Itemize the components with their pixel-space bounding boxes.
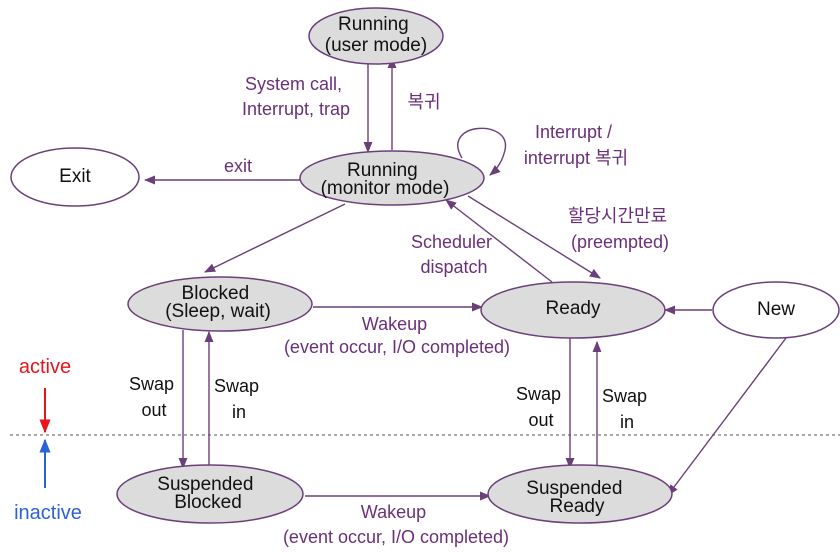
node-blocked bbox=[127, 276, 313, 332]
node-suspended-blocked bbox=[116, 464, 304, 524]
edge-new-to-suspended-ready bbox=[667, 337, 787, 496]
edge-to-blocked bbox=[203, 203, 346, 273]
node-exit bbox=[10, 147, 140, 207]
node-new bbox=[712, 281, 840, 339]
node-running-user-label: Running (user mode) bbox=[325, 14, 427, 56]
node-blocked-label: Blocked (Sleep, wait) bbox=[165, 283, 271, 322]
edge-label-system-call: System call, Interrupt, trap bbox=[242, 74, 350, 119]
edge-label-wakeup-bottom: Wakeup (event occur, I/O completed) bbox=[283, 502, 509, 547]
edge-label-swap-in-left: Swap in bbox=[214, 376, 264, 422]
edge-label-return: 복귀 bbox=[407, 92, 440, 112]
node-ready-label: Ready bbox=[546, 298, 601, 319]
node-suspended-blocked-label: Suspended Blocked bbox=[157, 474, 258, 513]
node-exit-label: Exit bbox=[59, 166, 91, 187]
edge-label-dispatch: Scheduler dispatch bbox=[411, 232, 497, 277]
edge-label-wakeup-top: Wakeup (event occur, I/O completed) bbox=[284, 314, 510, 357]
edge-dispatch bbox=[445, 199, 553, 283]
edge-preempted bbox=[467, 195, 601, 279]
node-suspended-ready-label: Suspended Ready bbox=[526, 478, 627, 517]
edge-label-exit: exit bbox=[224, 156, 252, 176]
edge-label-swap-out-left: Swap out bbox=[129, 374, 179, 420]
node-running-monitor bbox=[299, 150, 485, 206]
node-running-monitor-label: Running (monitor mode) bbox=[321, 160, 450, 199]
edge-label-swap-out-right: Swap out bbox=[516, 384, 566, 430]
active-label: active bbox=[19, 356, 71, 378]
node-new-label: New bbox=[757, 299, 795, 320]
edge-label-swap-in-right: Swap in bbox=[602, 386, 652, 432]
edge-label-interrupt-return: Interrupt / interrupt 복귀 bbox=[524, 122, 628, 168]
node-suspended-ready bbox=[487, 464, 673, 524]
edge-interrupt-loop bbox=[457, 127, 506, 176]
node-running-user bbox=[308, 7, 444, 65]
inactive-label: inactive bbox=[14, 502, 82, 524]
edge-label-preempted: 할당시간만료 (preempted) bbox=[568, 206, 672, 252]
node-ready bbox=[480, 281, 666, 339]
